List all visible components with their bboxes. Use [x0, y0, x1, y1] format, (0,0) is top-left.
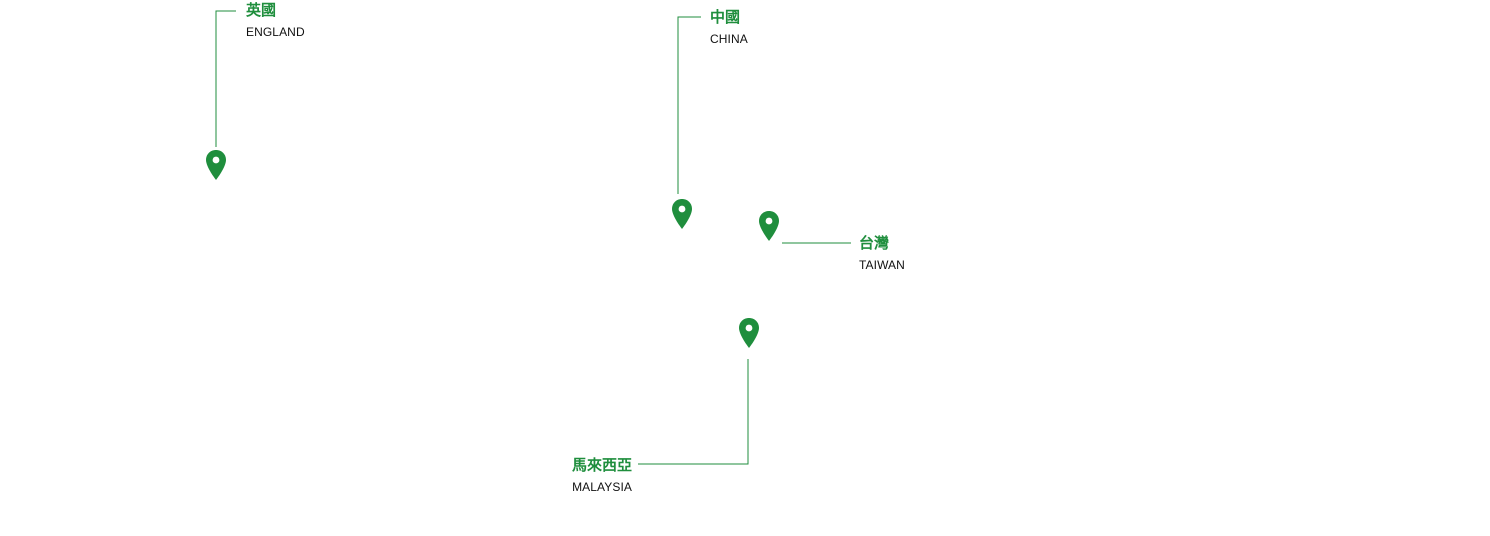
- malaysia-pin[interactable]: [737, 317, 761, 349]
- england-name-en: ENGLAND: [246, 25, 305, 39]
- location-pin-icon: [672, 199, 692, 229]
- england-pin[interactable]: [204, 149, 228, 181]
- england-label: 英國 ENGLAND: [246, 1, 305, 39]
- malaysia-label: 馬來西亞 MALAYSIA: [548, 456, 632, 494]
- malaysia-name-zh: 馬來西亞: [571, 456, 632, 474]
- china-label: 中國 CHINA: [710, 8, 748, 46]
- malaysia-name-en: MALAYSIA: [572, 480, 632, 494]
- england-connector: [215, 10, 236, 147]
- china-name-zh: 中國: [710, 8, 741, 26]
- taiwan-pin[interactable]: [757, 210, 781, 242]
- taiwan-label: 台灣 TAIWAN: [859, 234, 905, 272]
- taiwan-name-zh: 台灣: [859, 234, 890, 252]
- china-connector: [677, 16, 701, 194]
- taiwan-name-en: TAIWAN: [859, 258, 905, 272]
- location-pin-icon: [739, 318, 759, 348]
- china-pin[interactable]: [670, 198, 694, 230]
- china-name-en: CHINA: [710, 32, 748, 46]
- england-name-zh: 英國: [246, 1, 277, 19]
- malaysia-connector: [638, 359, 749, 465]
- location-pin-icon: [206, 150, 226, 180]
- location-pin-icon: [759, 211, 779, 241]
